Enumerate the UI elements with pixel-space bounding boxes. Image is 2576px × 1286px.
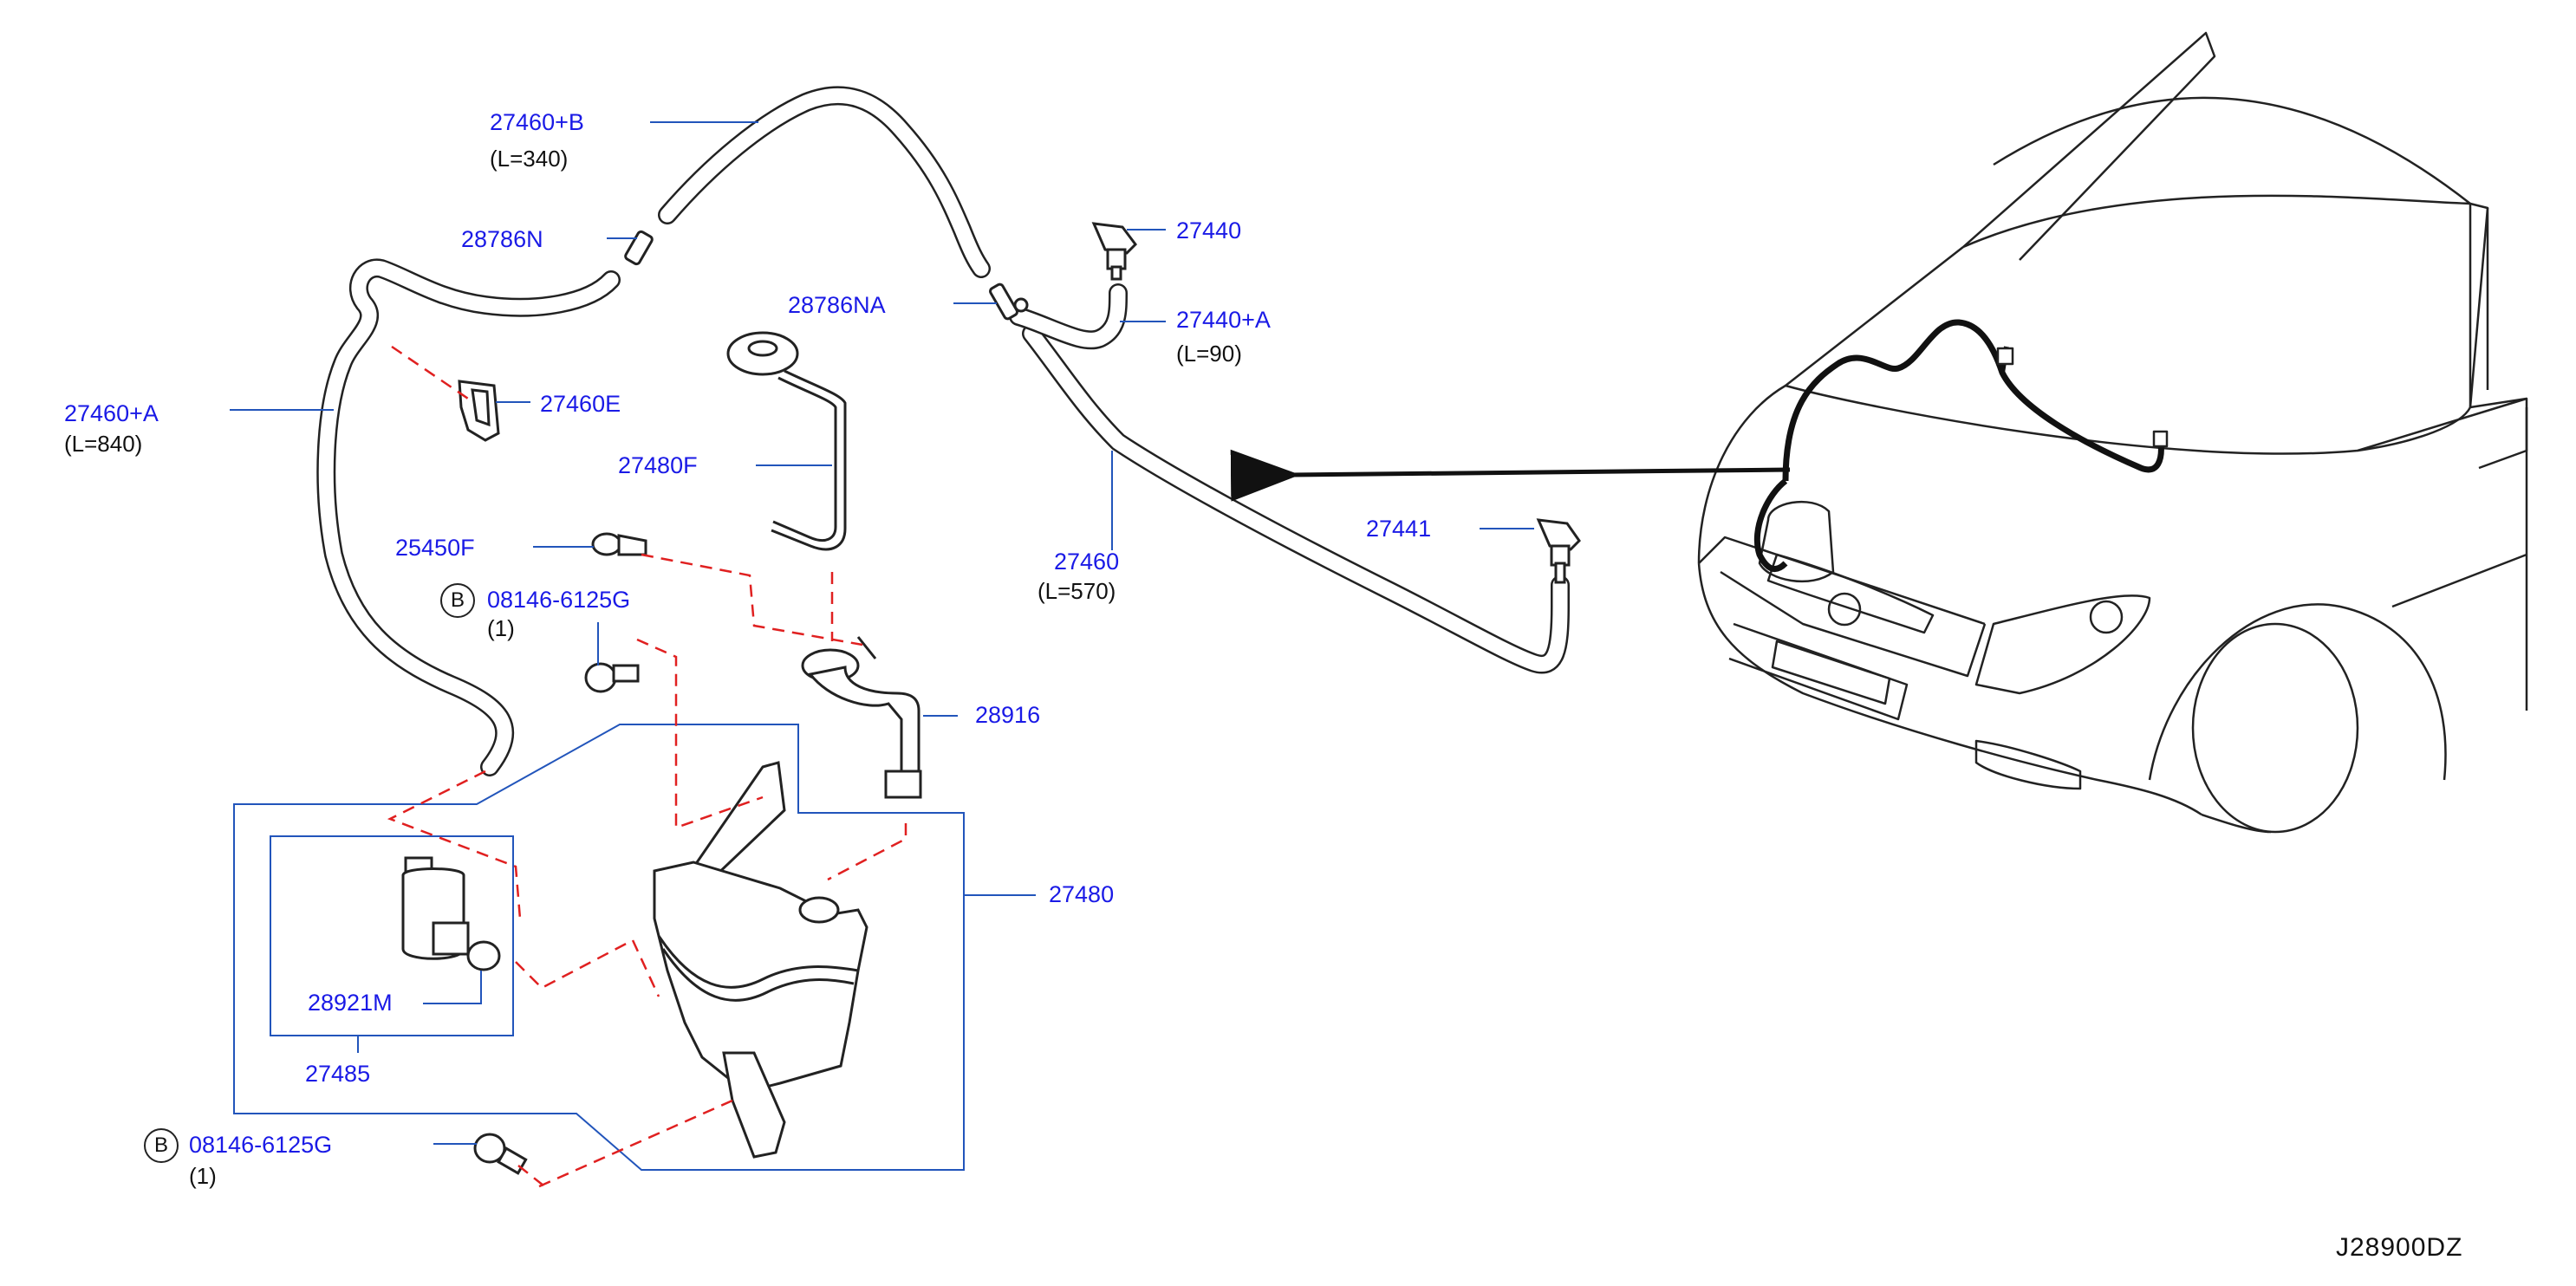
hose-27460[interactable] xyxy=(1022,324,1570,674)
clip-27460e[interactable] xyxy=(458,380,500,442)
callout-28921m[interactable]: 28921M xyxy=(308,990,393,1016)
callout-27480[interactable]: 27480 xyxy=(1049,881,1115,907)
callout-08146-lower-qty: (1) xyxy=(189,1163,217,1189)
nozzle-27441[interactable] xyxy=(1536,518,1581,584)
callout-27441[interactable]: 27441 xyxy=(1366,516,1432,542)
callout-28786n[interactable]: 28786N xyxy=(461,226,543,252)
callout-27440-a[interactable]: 27440+A xyxy=(1176,307,1271,333)
callout-27440[interactable]: 27440 xyxy=(1176,218,1242,244)
badge-b-upper: B xyxy=(440,583,475,618)
callout-27480f[interactable]: 27480F xyxy=(618,452,698,478)
hose-27440-a[interactable] xyxy=(1009,283,1128,350)
callout-27460-b-length: (L=340) xyxy=(490,146,569,172)
hose-27460-a[interactable] xyxy=(316,258,621,776)
assembly-frame-27480 xyxy=(233,724,965,1171)
callout-25450f[interactable]: 25450F xyxy=(395,535,475,561)
location-arrow xyxy=(1230,449,1791,502)
joint-28786n[interactable] xyxy=(624,230,654,266)
joint-28786na[interactable] xyxy=(989,283,1029,321)
callout-27460-length: (L=570) xyxy=(1038,578,1116,604)
callout-28916[interactable]: 28916 xyxy=(975,702,1041,728)
assembly-frame-27485 xyxy=(270,835,514,1036)
tank-cap-tube-27480f[interactable] xyxy=(726,331,847,551)
car-illustration xyxy=(1697,31,2528,834)
callout-27440-a-length: (L=90) xyxy=(1176,341,1242,367)
callout-27460[interactable]: 27460 xyxy=(1054,549,1120,575)
leader-lines xyxy=(230,121,1534,1145)
badge-b-lower: B xyxy=(144,1128,179,1163)
filler-neck-28916[interactable] xyxy=(801,636,922,799)
callout-27460e[interactable]: 27460E xyxy=(540,391,621,417)
callout-08146-upper-qty: (1) xyxy=(487,615,515,641)
callout-27460-b[interactable]: 27460+B xyxy=(490,109,584,135)
callout-08146-lower[interactable]: 08146-6125G xyxy=(189,1132,333,1158)
nozzle-27440[interactable] xyxy=(1091,222,1137,281)
clip-25450f[interactable] xyxy=(591,532,647,556)
callout-27485[interactable]: 27485 xyxy=(305,1061,371,1087)
callout-27460-a[interactable]: 27460+A xyxy=(64,400,159,426)
callout-27460-a-length: (L=840) xyxy=(64,431,143,457)
callout-28786na[interactable]: 28786NA xyxy=(788,292,886,318)
hose-27460-b[interactable] xyxy=(658,86,991,278)
washer-tank-27480[interactable] xyxy=(653,761,868,1159)
dashed-assembly-lines xyxy=(387,345,907,1190)
bolt-08146-upper[interactable] xyxy=(584,662,640,693)
bolt-08146-lower[interactable] xyxy=(473,1133,528,1175)
diagram-code: J28900DZ xyxy=(2336,1233,2463,1262)
washer-pump-28921m[interactable] xyxy=(401,856,501,971)
callout-08146-upper[interactable]: 08146-6125G xyxy=(487,587,631,613)
